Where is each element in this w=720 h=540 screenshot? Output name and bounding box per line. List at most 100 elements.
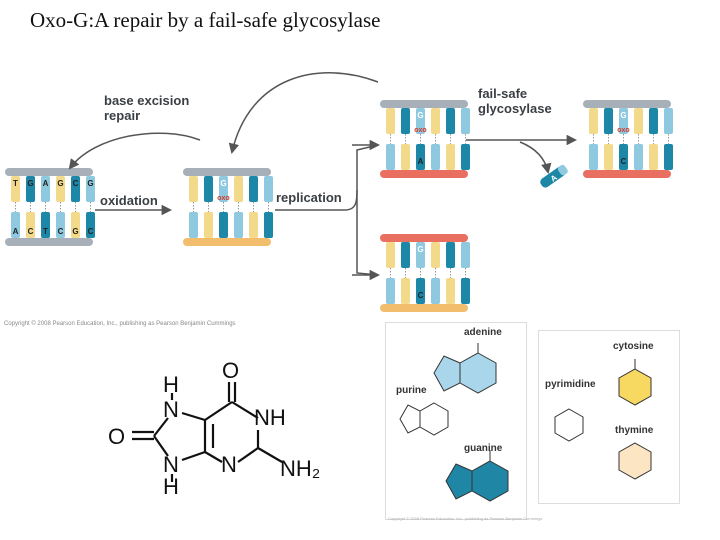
oxog-atom-n9: N bbox=[163, 452, 179, 477]
page-title: Oxo-G:A repair by a fail-safe glycosylas… bbox=[30, 8, 381, 32]
released-adenine: A bbox=[540, 164, 568, 188]
duplex-start-top-letter: T bbox=[13, 179, 18, 188]
duplex-normal-top-base bbox=[446, 242, 455, 268]
duplex-normal-bottom-base bbox=[461, 278, 470, 304]
oxog-atom-nh: NH bbox=[254, 405, 286, 430]
duplex-normal-g-letter: G bbox=[417, 245, 423, 254]
duplex-start-bottom-letter: G bbox=[72, 227, 78, 236]
duplex-start-top-letter: G bbox=[87, 179, 93, 188]
duplex-repaired-bottom-base bbox=[634, 144, 643, 170]
duplex-oxidized-bottom-backbone bbox=[183, 238, 271, 246]
duplex-repaired-top-base bbox=[619, 108, 628, 134]
duplex-start-top-letter: A bbox=[43, 179, 49, 188]
duplex-repaired-bottom-base bbox=[589, 144, 598, 170]
svg-text:A: A bbox=[549, 173, 559, 184]
oxog-atom-o-left: O bbox=[108, 424, 126, 449]
copyright-text: Copyright © 2008 Pearson Education, Inc.… bbox=[4, 321, 236, 327]
duplex-mispaired-top-base bbox=[401, 108, 410, 134]
pyrimidine-panel: cytosine pyrimidine thymine bbox=[538, 330, 680, 504]
duplex-start-top-letter: G bbox=[27, 179, 33, 188]
label-thymine: thymine bbox=[615, 425, 654, 436]
duplex-normal-top-base bbox=[431, 242, 440, 268]
duplex-mispaired-top-base bbox=[386, 108, 395, 134]
duplex-start-top-letter: C bbox=[73, 179, 79, 188]
duplex-repaired-top-base bbox=[664, 108, 673, 134]
duplex-mispaired-bottom-base bbox=[416, 144, 425, 170]
duplex-repaired-top-base bbox=[649, 108, 658, 134]
duplex-oxidized-oxo-label: oxo bbox=[217, 195, 229, 202]
duplex-repaired-bottom-base bbox=[619, 144, 628, 170]
duplex-start-bottom-letter: T bbox=[43, 227, 48, 236]
duplex-normal-bottom-base bbox=[386, 278, 395, 304]
duplex-repaired-bottom-base bbox=[664, 144, 673, 170]
duplex-start-bottom-base bbox=[41, 212, 50, 238]
duplex-mispaired-top-base bbox=[446, 108, 455, 134]
duplex-repaired-oxo-label: oxo bbox=[617, 127, 629, 134]
label-adenine: adenine bbox=[464, 327, 502, 338]
oxog-atom-h-bottom: H bbox=[163, 474, 179, 499]
duplex-mispaired-top-base bbox=[461, 108, 470, 134]
duplex-repaired-g-letter: G bbox=[620, 111, 626, 120]
oxog-atom-n7: N bbox=[163, 397, 179, 422]
duplex-start-top-base bbox=[26, 176, 35, 202]
duplex-normal-top-base bbox=[401, 242, 410, 268]
duplex-repaired-top-base bbox=[604, 108, 613, 134]
duplex-start-bottom-letter: A bbox=[13, 227, 19, 236]
label-replication: replication bbox=[276, 190, 342, 205]
duplex-mispaired-bottom-base bbox=[446, 144, 455, 170]
label-purine: purine bbox=[396, 385, 427, 396]
duplex-start-bottom-letter: C bbox=[28, 227, 34, 236]
duplex-mispaired-top-base bbox=[431, 108, 440, 134]
purine-structures bbox=[399, 343, 509, 502]
duplex-repaired-bottom-base bbox=[649, 144, 658, 170]
duplex-start-bottom-base bbox=[26, 212, 35, 238]
copyright-small: Copyright © 2008 Pearson Education, Inc.… bbox=[388, 516, 543, 521]
duplex-oxidized-bottom-base bbox=[249, 212, 258, 238]
duplex-oxidized-bottom-base bbox=[219, 212, 228, 238]
duplex-start-top-base bbox=[56, 176, 65, 202]
arrow-repair-to-start bbox=[68, 132, 201, 170]
oxog-atom-n3: N bbox=[221, 452, 237, 477]
arrow-release bbox=[519, 141, 552, 175]
duplex-mispaired-g-letter: G bbox=[417, 111, 423, 120]
duplex-repaired-bottom-mark: C bbox=[621, 157, 627, 166]
duplex-normal-top-backbone bbox=[380, 234, 468, 242]
duplex-repaired-bottom-backbone bbox=[583, 170, 671, 178]
duplex-start-bottom-base bbox=[11, 212, 20, 238]
duplex-oxidized-top-base bbox=[204, 176, 213, 202]
duplex-mispaired-top-backbone bbox=[380, 100, 468, 108]
duplex-start-bottom-base bbox=[86, 212, 95, 238]
duplex-mispaired-bottom-base bbox=[431, 144, 440, 170]
label-pyrimidine: pyrimidine bbox=[545, 379, 596, 390]
duplex-start-top-base bbox=[41, 176, 50, 202]
duplex-oxidized-top-base bbox=[234, 176, 243, 202]
duplex-start-top-letter: G bbox=[57, 179, 63, 188]
label-oxidation: oxidation bbox=[100, 193, 158, 208]
duplex-normal-bottom-base bbox=[446, 278, 455, 304]
arrow-repair-to-mid bbox=[228, 72, 379, 155]
duplex-oxidized-bottom-base bbox=[234, 212, 243, 238]
duplex-oxidized-g-letter: G bbox=[220, 179, 226, 188]
duplex-normal-bottom-base bbox=[401, 278, 410, 304]
duplex-normal-top-base bbox=[461, 242, 470, 268]
duplex-start-top-base bbox=[11, 176, 20, 202]
duplex-start-bottom-base bbox=[56, 212, 65, 238]
duplex-oxidized-top-base bbox=[189, 176, 198, 202]
duplex-mispaired-bottom-base bbox=[401, 144, 410, 170]
duplex-mispaired-bottom-base bbox=[461, 144, 470, 170]
duplex-oxidized-top-base bbox=[219, 176, 228, 202]
duplex-start-bottom-backbone bbox=[5, 238, 93, 246]
duplex-oxidized-top-backbone bbox=[183, 168, 271, 176]
label-guanine: guanine bbox=[464, 443, 503, 454]
duplex-start-bottom-letter: C bbox=[58, 227, 64, 236]
duplex-normal-top-base bbox=[386, 242, 395, 268]
duplex-start-bottom-letter: C bbox=[88, 227, 94, 236]
duplex-repaired-bottom-base bbox=[604, 144, 613, 170]
duplex-mispaired-bottom-base bbox=[386, 144, 395, 170]
duplex-oxidized-bottom-base bbox=[189, 212, 198, 238]
duplex-mispaired-bottom-mark: A bbox=[418, 157, 424, 166]
